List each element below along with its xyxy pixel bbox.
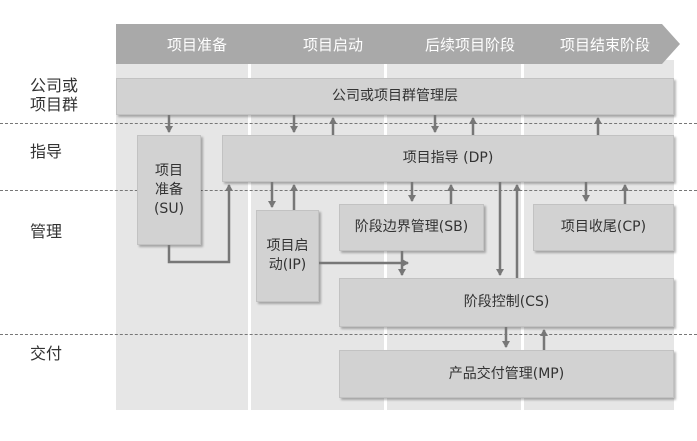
layer-divider (0, 123, 697, 124)
closing-project-box: 项目收尾(CP) (533, 204, 674, 251)
managing-stage-boundary-box: 阶段边界管理(SB) (339, 204, 484, 251)
phase-chevron-subsequent: 后续项目阶段 (387, 24, 547, 64)
phase-chevron-closing: 项目结束阶段 (524, 24, 680, 64)
layer-divider (0, 334, 697, 335)
phase-chevron-preparation: 项目准备 (116, 24, 272, 64)
phase-chevron-initiation: 项目启动 (251, 24, 409, 64)
directing-project-box: 项目指导 (DP) (222, 135, 674, 182)
arrow-su-to-dp (167, 184, 233, 264)
corporate-management-box: 公司或项目群管理层 (116, 78, 674, 115)
starting-up-box: 项目 准备 (SU) (137, 135, 201, 245)
layer-label-directing: 指导 (30, 142, 63, 161)
phase-label: 后续项目阶段 (424, 35, 515, 54)
initiating-project-box: 项目启 动(IP) (256, 210, 319, 302)
layer-label-managing: 管理 (30, 222, 63, 241)
phase-label: 项目结束阶段 (559, 35, 650, 54)
layer-label-corporate: 公司或 项目群 (30, 76, 79, 114)
controlling-stage-box: 阶段控制(CS) (339, 278, 674, 327)
phase-label: 项目准备 (166, 35, 227, 54)
phase-label: 项目启动 (302, 35, 363, 54)
managing-product-delivery-box: 产品交付管理(MP) (339, 350, 674, 398)
layer-divider (0, 190, 697, 191)
layer-label-delivering: 交付 (30, 344, 63, 363)
